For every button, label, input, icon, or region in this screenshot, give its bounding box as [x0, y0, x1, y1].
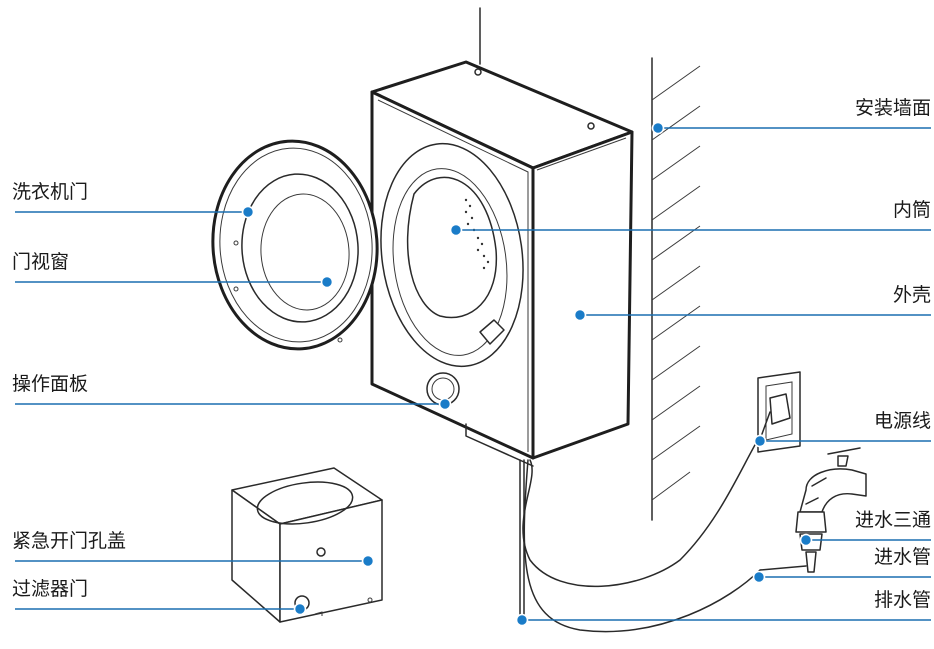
wall: [651, 57, 701, 521]
callout-shell: 外壳: [573, 284, 931, 322]
washer-door: [211, 139, 379, 351]
label-shell: 外壳: [893, 284, 931, 306]
power-socket: [757, 371, 801, 453]
label-drain-hose: 排水管: [874, 589, 931, 611]
label-panel: 操作面板: [12, 373, 88, 395]
inlet-hose: [523, 459, 807, 633]
callout-tee: 进水三通: [799, 509, 931, 547]
callout-drum: 内筒: [449, 199, 931, 237]
callout-power-cord: 电源线: [753, 410, 931, 448]
label-window: 门视窗: [12, 251, 69, 273]
callout-door: 洗衣机门: [12, 181, 255, 219]
label-cover: 紧急开门孔盖: [12, 530, 126, 552]
separate-module: [231, 467, 383, 623]
callout-filter: 过滤器门: [12, 578, 307, 616]
label-filter: 过滤器门: [12, 578, 88, 600]
label-door: 洗衣机门: [12, 181, 88, 203]
label-inlet-hose: 进水管: [874, 546, 931, 568]
callout-drain-hose: 排水管: [515, 589, 931, 627]
drum-opening: [380, 142, 524, 368]
callout-cover: 紧急开门孔盖: [12, 530, 375, 568]
callout-inlet-hose: 进水管: [752, 546, 931, 584]
callout-wall: 安装墙面: [651, 97, 931, 135]
label-drum: 内筒: [893, 199, 931, 221]
label-wall: 安装墙面: [855, 97, 931, 119]
power-cord: [522, 435, 761, 587]
label-tee: 进水三通: [855, 509, 931, 531]
callout-panel: 操作面板: [12, 373, 452, 411]
label-power-cord: 电源线: [874, 410, 931, 432]
callout-window: 门视窗: [12, 251, 334, 289]
